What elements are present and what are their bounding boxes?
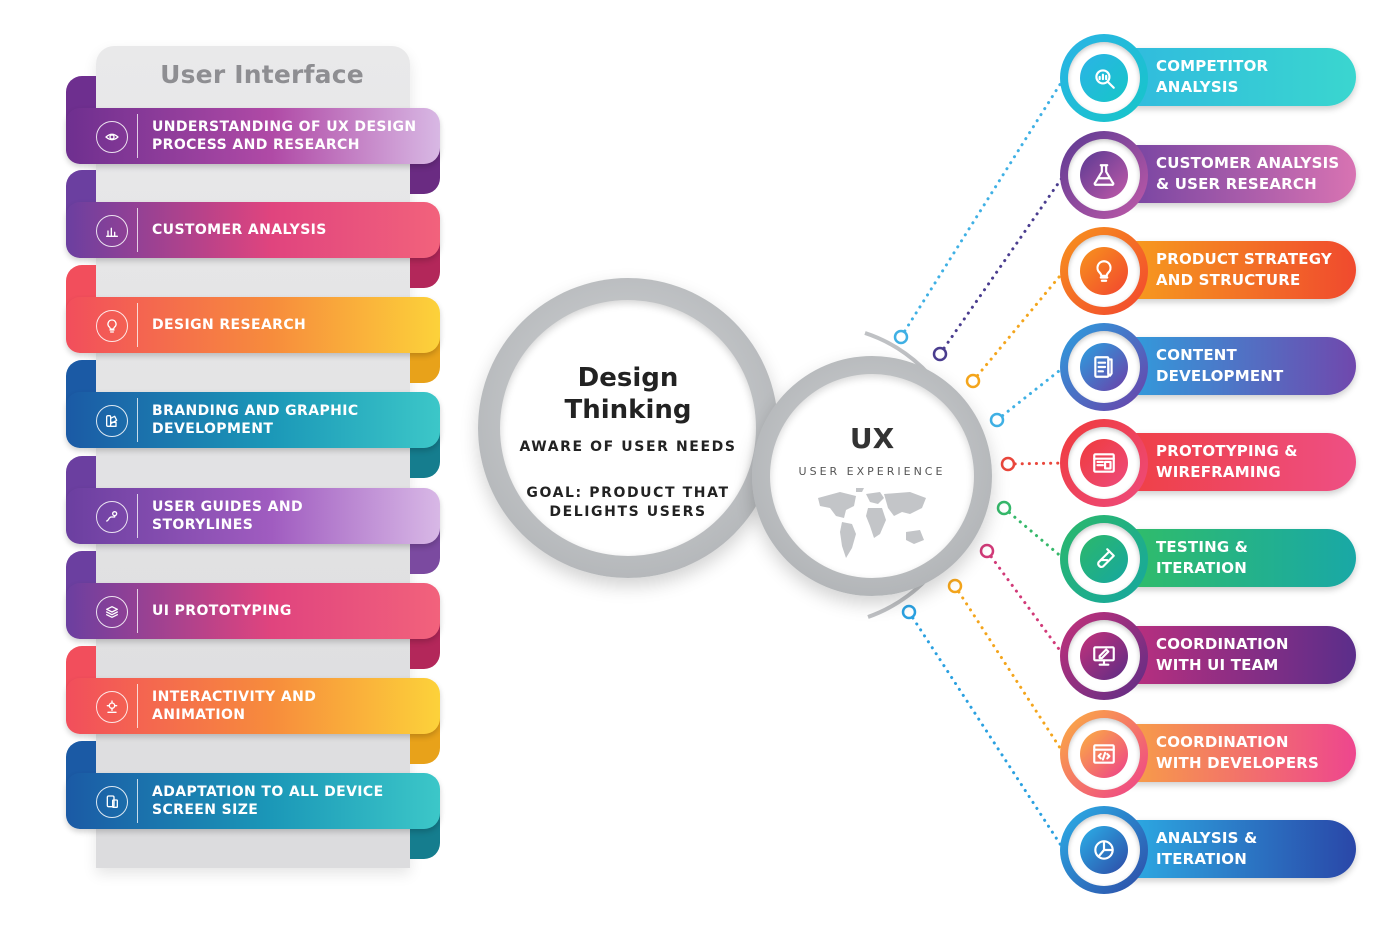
connector-node <box>893 329 909 345</box>
ux-item-label: PRODUCT STRATEGY AND STRUCTURE <box>1156 250 1332 289</box>
ui-item: UI PROTOTYPING <box>66 551 440 669</box>
connector-node <box>996 500 1012 516</box>
ux-item-label: ANALYSIS & ITERATION <box>1156 829 1258 868</box>
route-pin-icon <box>96 501 128 533</box>
connector-node <box>1000 456 1016 472</box>
connector-node <box>947 578 963 594</box>
connector-node <box>979 543 995 559</box>
pie-chart-icon <box>1080 826 1128 874</box>
connector-node <box>901 604 917 620</box>
flask-icon <box>1080 151 1128 199</box>
ux-item: TESTING & ITERATION <box>1060 515 1360 603</box>
ui-item-label: BRANDING AND GRAPHIC DEVELOPMENT <box>152 403 359 437</box>
ui-item-label: UI PROTOTYPING <box>152 603 292 619</box>
connector-line <box>899 76 1066 339</box>
color-palette-icon <box>96 405 128 437</box>
ui-item: UNDERSTANDING OF UX DESIGN PROCESS AND R… <box>66 76 440 194</box>
design-thinking-line-2: GOAL: PRODUCT THAT DELIGHTS USERS <box>526 485 730 520</box>
lightbulb-icon <box>1080 247 1128 295</box>
design-thinking-line-1: AWARE OF USER NEEDS <box>519 439 737 455</box>
ux-item-label: CUSTOMER ANALYSIS & USER RESEARCH <box>1156 154 1340 193</box>
world-map-icon <box>818 488 926 558</box>
connector-node <box>989 412 1005 428</box>
code-window-icon <box>1080 730 1128 778</box>
ux-item: PROTOTYPING & WIREFRAMING <box>1060 419 1360 507</box>
ui-item: CUSTOMER ANALYSIS <box>66 170 440 288</box>
ux-item: PRODUCT STRATEGY AND STRUCTURE <box>1060 227 1360 315</box>
connector-line <box>971 269 1066 383</box>
ux-item: ANALYSIS & ITERATION <box>1060 806 1360 894</box>
ux-item-label: COORDINATION WITH UI TEAM <box>1156 635 1289 674</box>
ui-item: BRANDING AND GRAPHIC DEVELOPMENT <box>66 360 440 478</box>
ux-item-label: TESTING & ITERATION <box>1156 538 1249 577</box>
settings-hand-icon <box>96 691 128 723</box>
eye-network-icon <box>96 121 128 153</box>
wireframe-icon <box>1080 439 1128 487</box>
ui-item-label: USER GUIDES AND STORYLINES <box>152 499 304 533</box>
ui-item: USER GUIDES AND STORYLINES <box>66 456 440 574</box>
ux-item-label: PROTOTYPING & WIREFRAMING <box>1156 442 1298 481</box>
ui-item: DESIGN RESEARCH <box>66 265 440 383</box>
ux-item-label: COMPETITOR ANALYSIS <box>1156 57 1269 96</box>
ux-item: CUSTOMER ANALYSIS & USER RESEARCH <box>1060 131 1360 219</box>
connector-line <box>1002 506 1066 561</box>
test-tube-icon <box>1080 535 1128 583</box>
ui-item-label: UNDERSTANDING OF UX DESIGN PROCESS AND R… <box>152 119 417 153</box>
ux-item: COMPETITOR ANALYSIS <box>1060 34 1360 122</box>
connector-line <box>985 549 1066 658</box>
connector-line <box>907 610 1066 852</box>
ux-item: CONTENT DEVELOPMENT <box>1060 323 1360 411</box>
connector-node <box>932 346 948 362</box>
ui-item-label: INTERACTIVITY AND ANIMATION <box>152 689 317 723</box>
device-screen-icon <box>96 786 128 818</box>
connector-line <box>938 173 1066 356</box>
lightbulb-icon <box>96 310 128 342</box>
ux-subtitle: USER EXPERIENCE <box>798 465 946 478</box>
ux-item: COORDINATION WITH UI TEAM <box>1060 612 1360 700</box>
ux-title: UX <box>849 422 895 455</box>
layers-icon <box>96 596 128 628</box>
design-thinking-title: Design Thinking <box>564 363 692 425</box>
ui-item: ADAPTATION TO ALL DEVICE SCREEN SIZE <box>66 741 440 859</box>
connector-line <box>953 584 1066 756</box>
ui-item-label: ADAPTATION TO ALL DEVICE SCREEN SIZE <box>152 784 384 818</box>
document-pencil-icon <box>1080 343 1128 391</box>
ui-item-label: CUSTOMER ANALYSIS <box>152 222 327 238</box>
ui-item: INTERACTIVITY AND ANIMATION <box>66 646 440 764</box>
ux-item-label: COORDINATION WITH DEVELOPERS <box>1156 733 1320 772</box>
connector-line <box>1006 461 1066 466</box>
connector-node <box>965 373 981 389</box>
user-interface-title: User Interface <box>160 60 364 89</box>
design-thinking-circle: Design Thinking AWARE OF USER NEEDS GOAL… <box>478 278 778 578</box>
magnifier-chart-icon <box>1080 54 1128 102</box>
ux-item-label: CONTENT DEVELOPMENT <box>1156 346 1284 385</box>
connector-line <box>995 365 1066 422</box>
ux-item: COORDINATION WITH DEVELOPERS <box>1060 710 1360 798</box>
ui-item-label: DESIGN RESEARCH <box>152 317 307 333</box>
bar-chart-icon <box>96 215 128 247</box>
design-monitor-icon <box>1080 632 1128 680</box>
ux-circle: UX USER EXPERIENCE <box>752 356 992 596</box>
